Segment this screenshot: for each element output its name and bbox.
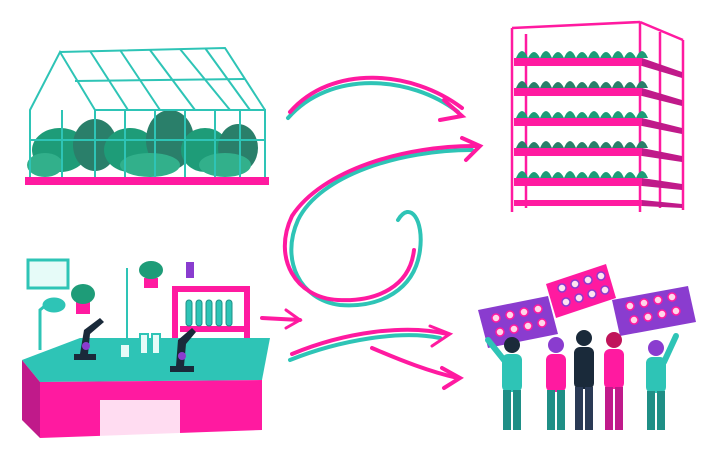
- potted-plant-icon: [71, 284, 95, 314]
- person-5: [646, 333, 679, 430]
- bottle-icon: [186, 262, 194, 278]
- wall-frame: [26, 258, 70, 290]
- flow-arrows: [260, 75, 484, 390]
- laboratory-bench-icon: [22, 258, 270, 438]
- microscope-icon: [74, 318, 104, 360]
- rack-shelf-4: [514, 141, 682, 162]
- lab-bench-body: [22, 360, 40, 438]
- arrow-lab-to-people: [288, 324, 464, 390]
- shelf-plant-icon: [139, 261, 163, 288]
- arrow-greenhouse-to-rack: [286, 75, 467, 122]
- greenhouse-front-wall: [29, 49, 96, 181]
- arrow-lab-connector: [260, 308, 303, 330]
- rack-shelf-5: [514, 171, 682, 190]
- vertical-farm-rack-icon: [510, 20, 685, 212]
- person-1: [485, 337, 522, 430]
- rack-shelf-1: [514, 51, 682, 78]
- arrow-central-loop: [282, 136, 484, 308]
- rack-shelves: [514, 51, 682, 208]
- seed-tray-center: [546, 264, 616, 318]
- greenhouse-icon: [25, 46, 269, 185]
- people-holding-trays-icon: [478, 264, 696, 430]
- seed-tray-right: [612, 286, 696, 336]
- rack-shelf-2: [514, 81, 682, 106]
- rack-shelf-3: [514, 111, 682, 134]
- desk-lamp-icon: [38, 297, 66, 350]
- person-3: [574, 330, 594, 430]
- person-2: [546, 337, 566, 430]
- microscope-icon: [170, 328, 196, 372]
- test-tube-rack-icon: [172, 286, 250, 352]
- person-4: [604, 332, 624, 430]
- beakers-icon: [119, 333, 161, 359]
- seed-tray-left: [478, 296, 558, 348]
- rack-shelf-6: [514, 200, 682, 208]
